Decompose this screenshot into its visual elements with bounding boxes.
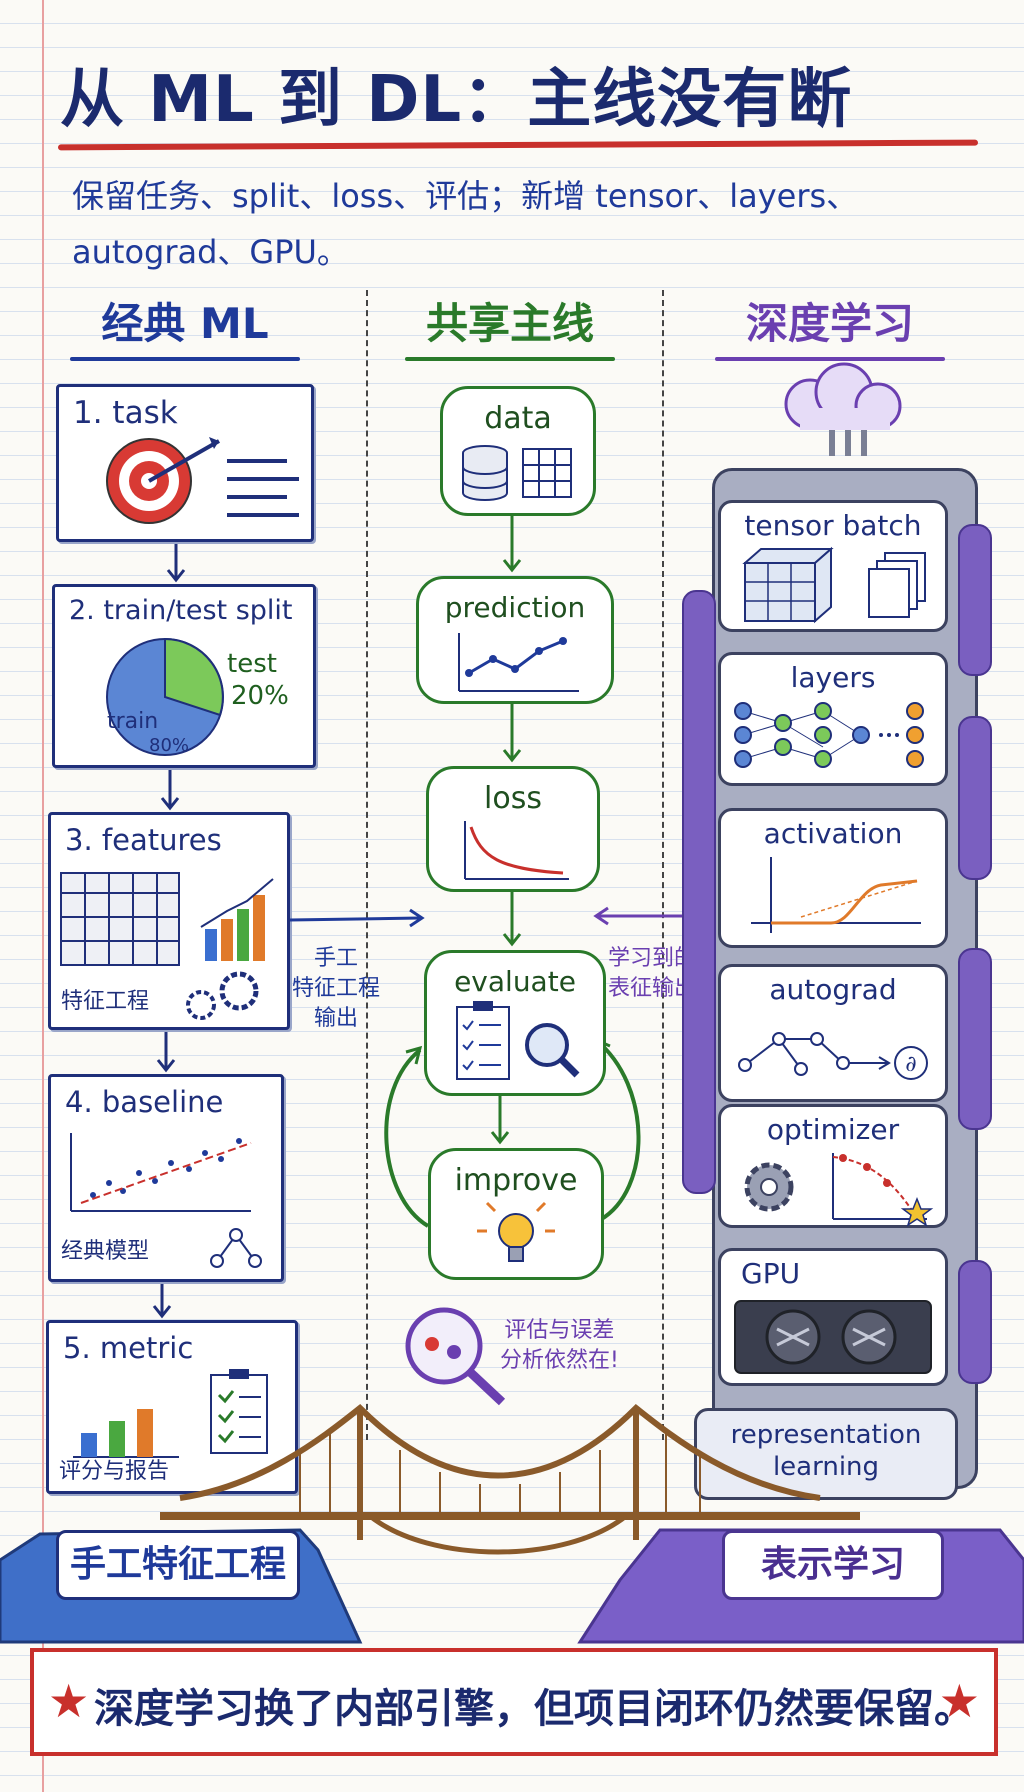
baseline-scatter-icon: [70, 1133, 262, 1268]
test-label: test: [227, 649, 277, 679]
shared-step-data: data: [440, 386, 596, 516]
column-header-deep-text: 深度学习: [745, 299, 914, 348]
metric-bars-icon: [73, 1369, 268, 1458]
star-icon-right: ★: [938, 1674, 980, 1728]
deep-step-activation-label: activation: [763, 817, 903, 850]
shared-underline: [405, 357, 615, 361]
shared-step-improve-label: improve: [454, 1163, 578, 1198]
activation-curve-icon: [751, 857, 921, 933]
clipboard-magnifier-icon: [456, 1001, 580, 1080]
step-split-card: 2. train/test split test 20% train 80%: [52, 584, 316, 768]
star-icon-left: ★: [48, 1674, 90, 1728]
tower-pipe-4: [958, 1260, 992, 1384]
train-label: train: [107, 709, 159, 734]
deep-step-layers-label: layers: [790, 661, 876, 694]
step-metric-card: 5. metric 评分与报告: [46, 1320, 298, 1494]
deep-step-gpu-label: GPU: [741, 1257, 801, 1290]
deep-step-tensor-batch: tensor batch: [718, 500, 948, 632]
database-icon: [462, 445, 572, 501]
deep-step-autograd: autograd ∂: [718, 964, 948, 1102]
loss-curve-icon: [464, 821, 569, 880]
deep-base-panel: representation learning: [694, 1408, 958, 1500]
shared-step-evaluate: evaluate: [424, 950, 606, 1096]
lightbulb-icon: [477, 1201, 555, 1262]
column-divider-left: [366, 290, 368, 1440]
page-title: 从 ML 到 DL：主线没有断: [60, 63, 853, 137]
baseline-note: 经典模型: [61, 1239, 150, 1264]
deep-step-gpu: GPU: [718, 1248, 948, 1386]
deep-step-autograd-label: autograd: [769, 973, 897, 1006]
test-pct: 20%: [231, 681, 289, 711]
tower-pipe-1: [958, 524, 992, 676]
shared-step-loss-label: loss: [484, 781, 542, 816]
bug-magnifier-icon: [405, 1307, 506, 1406]
deep-step-activation: activation: [718, 808, 948, 948]
features-note: 特征工程: [61, 989, 150, 1014]
deep-step-tensor-batch-label: tensor batch: [744, 509, 922, 542]
optimizer-icon: [744, 1153, 934, 1227]
svg-text:∂: ∂: [905, 1052, 916, 1077]
target-icon: [106, 437, 299, 524]
column-header-shared-text: 共享主线: [425, 299, 594, 348]
handcrafted-note: 手工 特征工程 输出: [292, 946, 381, 1031]
step-features-label: 3. features: [65, 823, 222, 857]
split-pie-chart: [106, 637, 224, 756]
cliff-label-right: 表示学习: [722, 1530, 944, 1600]
error-analysis-note: 评估与误差 分析依然在!: [500, 1318, 619, 1373]
neural-net-icon: [734, 702, 924, 768]
step-features-card: 3. features 特征工程: [48, 812, 290, 1030]
autograd-graph-icon: ∂: [738, 1032, 928, 1080]
pie-test-slice: [164, 637, 224, 717]
learned-note: 学习到的 表征输出: [608, 946, 697, 1001]
tensor-cube-icon: [742, 546, 926, 624]
cliff-label-left: 手工特征工程: [56, 1530, 300, 1600]
shared-step-prediction-label: prediction: [444, 591, 586, 624]
deep-step-optimizer-label: optimizer: [766, 1113, 900, 1146]
deep-step-optimizer: optimizer: [718, 1104, 948, 1228]
shared-step-improve: improve: [428, 1148, 604, 1280]
tower-pipe-3: [958, 948, 992, 1130]
feature-table-icon: [60, 872, 274, 1020]
page-subtitle: 保留任务、split、loss、评估；新增 tensor、layers、auto…: [72, 177, 859, 271]
column-divider-right: [662, 290, 664, 1440]
column-header-classic-text: 经典 ML: [101, 299, 269, 348]
step-task-label: 1. task: [73, 395, 178, 431]
step-task-card: 1. task: [56, 384, 314, 542]
shared-step-data-label: data: [484, 401, 552, 436]
classic-underline: [70, 357, 300, 361]
column-header-classic: 经典 ML: [70, 290, 300, 361]
column-header-shared: 共享主线: [405, 290, 615, 361]
metric-note: 评分与报告: [59, 1459, 170, 1484]
tower-pipe-left: [682, 590, 716, 1194]
deep-step-layers: layers: [718, 652, 948, 786]
tower-cloud-icon: [784, 362, 902, 456]
shared-step-prediction: prediction: [416, 576, 614, 704]
notebook-margin-line: [42, 0, 44, 1792]
step-baseline-label: 4. baseline: [65, 1085, 224, 1119]
step-split-label: 2. train/test split: [69, 595, 293, 626]
shared-step-loss: loss: [426, 766, 600, 892]
shared-step-evaluate-label: evaluate: [454, 965, 576, 998]
summary-banner: ★ 深度学习换了内部引擎，但项目闭环仍然要保留。 ★: [30, 1648, 998, 1756]
prediction-line-icon: [458, 633, 579, 692]
gpu-card-icon: [734, 1300, 932, 1374]
deep-base-label: representation learning: [730, 1420, 922, 1482]
deep-underline: [715, 357, 945, 361]
tower-pipe-2: [958, 716, 992, 880]
train-pct: 80%: [149, 735, 190, 756]
summary-banner-text: 深度学习换了内部引擎，但项目闭环仍然要保留。: [94, 1686, 974, 1732]
step-metric-label: 5. metric: [63, 1331, 194, 1365]
column-header-deep: 深度学习: [715, 290, 945, 361]
step-baseline-card: 4. baseline 经典模型: [48, 1074, 284, 1282]
